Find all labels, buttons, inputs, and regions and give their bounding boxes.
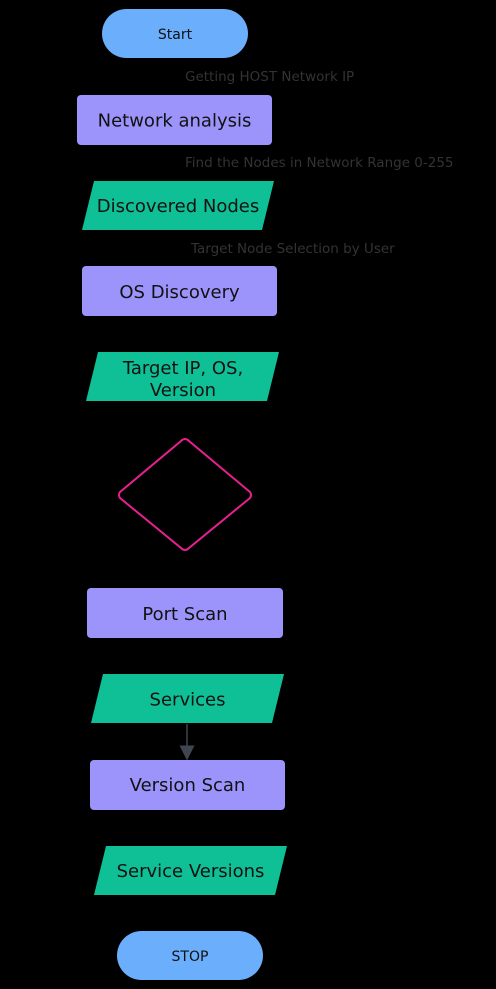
target-info-label-line1: Target IP, OS,	[122, 358, 243, 379]
target-info-label-line2: Version	[150, 380, 216, 401]
os-discovery-shape	[82, 266, 277, 316]
version-scan-shape	[90, 760, 285, 810]
service-versions-node: Service Versions	[94, 846, 287, 895]
service-versions-shape	[94, 846, 287, 895]
decision-node	[118, 437, 252, 552]
port-scan-node: Port Scan	[87, 588, 283, 638]
network-analysis-shape	[77, 95, 272, 145]
start-label: Start	[158, 27, 193, 43]
target-info-node: Target IP, OS, Version	[86, 352, 279, 401]
annotation-find-nodes: Find the Nodes in Network Range 0-255	[185, 155, 454, 171]
discovered-nodes-node: Discovered Nodes	[82, 181, 274, 230]
version-scan-node: Version Scan	[90, 760, 285, 810]
discovered-nodes-shape	[82, 181, 274, 230]
network-analysis-label: Network analysis	[98, 111, 252, 132]
os-discovery-node: OS Discovery	[82, 266, 277, 316]
version-scan-label: Version Scan	[130, 775, 246, 796]
port-scan-shape	[87, 588, 283, 638]
stop-node: STOP	[117, 931, 263, 980]
stop-shape	[117, 931, 263, 980]
target-info-shape	[86, 352, 279, 401]
services-shape	[91, 674, 284, 723]
port-scan-label: Port Scan	[142, 604, 227, 625]
decision-shape	[118, 437, 252, 552]
os-discovery-label: OS Discovery	[119, 282, 240, 303]
network-analysis-node: Network analysis	[77, 95, 272, 145]
annotation-target-selection: Target Node Selection by User	[190, 241, 395, 257]
services-label: Services	[150, 690, 226, 711]
stop-label: STOP	[172, 949, 209, 965]
annotation-getting-host-ip: Getting HOST Network IP	[185, 69, 354, 85]
start-shape	[102, 9, 248, 58]
discovered-nodes-label: Discovered Nodes	[97, 196, 259, 217]
service-versions-label: Service Versions	[117, 861, 265, 882]
services-node: Services	[91, 674, 284, 723]
start-node: Start	[102, 9, 248, 58]
